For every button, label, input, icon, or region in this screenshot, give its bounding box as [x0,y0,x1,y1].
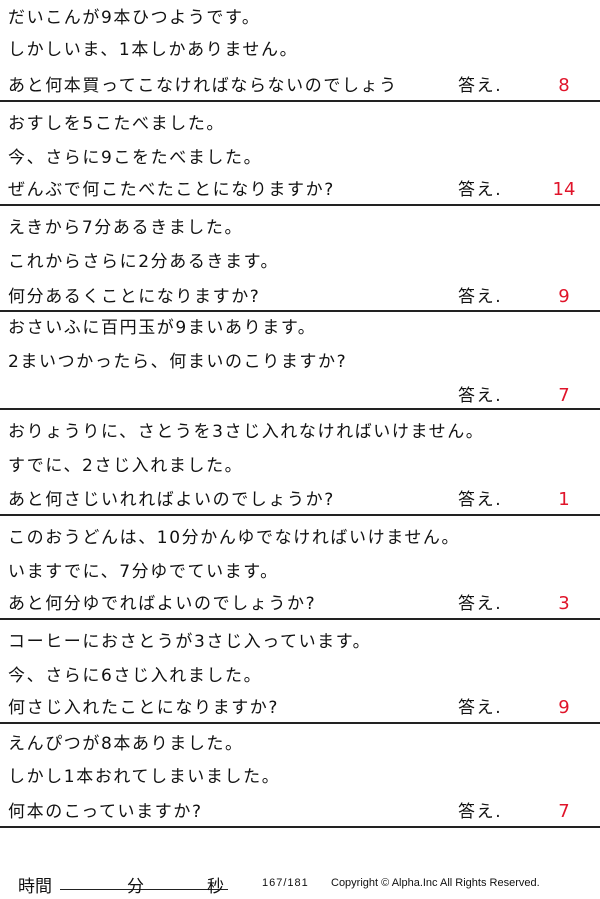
problem-text-line: ぜんぶで何こたべたことになりますか? [8,180,335,200]
answer-label: 答え. [458,594,503,614]
answer-label: 答え. [458,698,503,718]
problem-text-line: しかしいま、1本しかありません。 [8,40,299,60]
answer-label: 答え. [458,490,503,510]
footer: 時間 分 秒 167/181 Copyright © Alpha.Inc All… [0,872,600,897]
problem-8: えんぴつが8本ありました。しかし1本おれてしまいました。何本のこっていますか? 答… [0,724,600,828]
answer-value: 8 [558,75,570,96]
problem-text-line: 今、さらに6さじ入れました。 [8,666,263,686]
problem-text-line: おさいふに百円玉が9まいあります。 [8,318,317,338]
problem-text-line: おりょうりに、さとうを3さじ入れなければいけません。 [8,422,485,442]
problem-text-line: えんぴつが8本ありました。 [8,734,244,754]
problem-text-line: 何さじ入れたことになりますか? [8,698,280,718]
minutes-label: 分 [127,877,144,897]
problem-6: このおうどんは、10分かんゆでなければいけません。いますでに、7分ゆでています。… [0,516,600,620]
problem-text-line: このおうどんは、10分かんゆでなければいけません。 [8,528,461,548]
page-number: 167/181 [262,877,309,889]
answer-value: 7 [558,385,570,406]
problem-1: だいこんが9本ひつようです。しかしいま、1本しかありません。あと何本買ってこなけ… [0,0,600,102]
answer-value: 9 [558,697,570,718]
problem-text-line: あと何さじいれればよいのでしょうか? [8,490,335,510]
answer-value: 1 [558,489,570,510]
problem-text-line: コーヒーにおさとうが3さじ入っています。 [8,632,372,652]
answer-label: 答え. [458,180,503,200]
answer-value: 7 [558,801,570,822]
problem-text-line: 2まいつかったら、何まいのこりますか? [8,352,348,372]
problem-text-line: いますでに、7分ゆでています。 [8,562,279,582]
problem-2: おすしを5こたべました。今、さらに9こをたべました。ぜんぶで何こたべたことになり… [0,102,600,206]
problem-text-line: 何本のこっていますか? [8,802,203,822]
answer-value: 9 [558,286,570,307]
time-entry-line [60,889,228,890]
answer-label: 答え. [458,802,503,822]
problem-text-line: えきから7分あるきました。 [8,218,244,238]
answer-label: 答え. [458,386,503,406]
problem-text-line: すでに、2さじ入れました。 [8,456,244,476]
seconds-label: 秒 [207,877,224,897]
answer-label: 答え. [458,287,503,307]
problem-4: おさいふに百円玉が9まいあります。 2まいつかったら、何まいのこりますか? 答え. 7 [0,312,600,410]
problem-text-line: 何分あるくことになりますか? [8,287,261,307]
problem-text-line: あと何本買ってこなければならないのでしょう [8,76,398,96]
answer-value: 14 [552,179,576,200]
problem-text-line: あと何分ゆでればよいのでしょうか? [8,594,317,614]
problem-text-line: だいこんが9本ひつようです。 [8,8,261,28]
problem-text-line: しかし1本おれてしまいました。 [8,767,281,787]
copyright-text: Copyright © Alpha.Inc All Rights Reserve… [331,877,540,889]
problem-7: コーヒーにおさとうが3さじ入っています。今、さらに6さじ入れました。何さじ入れた… [0,620,600,724]
problem-5: おりょうりに、さとうを3さじ入れなければいけません。すでに、2さじ入れました。あ… [0,410,600,516]
problem-text-line: 今、さらに9こをたべました。 [8,148,263,168]
problem-text-line: これからさらに2分あるきます。 [8,252,280,272]
answer-value: 3 [558,593,570,614]
problem-3: えきから7分あるきました。これからさらに2分あるきます。何分あるくことになります… [0,206,600,312]
answer-label: 答え. [458,76,503,96]
problem-text-line: おすしを5こたべました。 [8,114,226,134]
time-label: 時間 [18,877,52,897]
